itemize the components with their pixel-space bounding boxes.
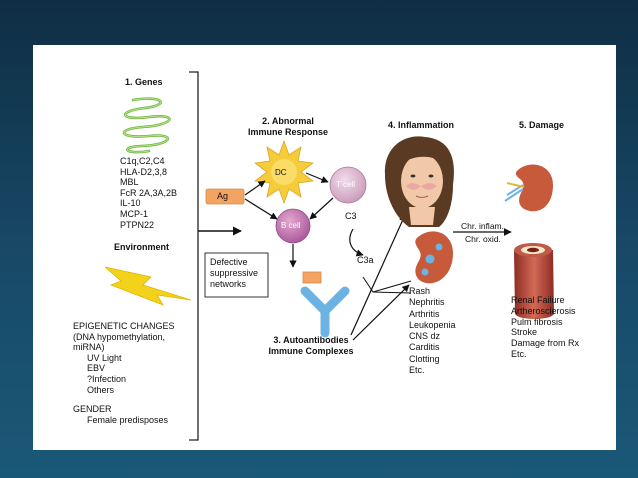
b-cell-icon [275,208,311,244]
inflammation-item: Arthritis [409,308,440,319]
gene-item: C1q,C2,C4 [120,156,165,166]
defective-networks-box [204,252,269,298]
damage-list: Renal Failure Artherosclerosis Pulm fibr… [511,295,579,360]
t-cell-icon [329,166,367,204]
c3a-label: C3a [357,255,374,265]
defective-networks-text: Defective suppressive networks [210,257,259,289]
dc-cell-icon [253,139,315,205]
gene-item: HLA-D2,3,8 [120,166,168,177]
abnormal-response-title: 2. Abnormal Immune Response [247,116,329,137]
face-icon [384,136,454,227]
b-cell-label: B cell [281,221,301,230]
arrow-tcell-to-bcell [309,197,334,220]
autoantibodies-title: 3. Autoantibodies Immune Complexes [268,335,354,356]
gene-coil-icon [122,97,171,154]
environment-title: Environment [114,242,170,252]
damage-title: 5. Damage [519,120,565,130]
epigenetic-item: UV Light [87,352,122,363]
inflammation-title: 4. Inflammation [388,120,455,130]
antigen-box [205,188,245,205]
diagram-graphics [104,71,554,441]
inflammation-item: Rash [409,286,431,296]
inflammation-item: CNS dz [409,331,441,342]
damage-item: Pulm fibrosis [511,316,563,327]
inflammation-item: Etc. [409,365,425,376]
c3-label: C3 [345,211,357,221]
epigenetic-item: ?Infection [87,373,127,384]
antibody-secretion-box [302,271,322,284]
gender-title: GENDER [73,404,112,415]
damage-item: Renal Failure [511,295,565,305]
damage-item: Stroke [511,327,538,338]
gender-item: Female predisposes [87,414,169,425]
chr-inflam-label: Chr. inflam. [461,221,504,231]
epigenetic-line: (DNA hypomethylation, [73,331,166,342]
c3a-lines [362,276,412,294]
inflamed-kidney-icon [415,231,453,284]
inflammation-item: Nephritis [409,297,445,308]
lightning-icon [104,266,192,306]
damage-item: Artherosclerosis [511,305,576,316]
inflammation-list: Rash Nephritis Arthritis Leukopenia CNS … [409,286,456,376]
c3-arrow [349,228,364,257]
gene-item: PTPN22 [120,219,155,230]
inflammation-item: Leukopenia [409,319,456,330]
damaged-kidney-icon [504,164,553,212]
arrow-complex-to-kidney [352,284,410,341]
genes-environment-bracket [189,71,199,441]
epigenetic-item: Others [87,384,115,395]
arrow-ag-to-bcell [244,198,278,220]
gene-item: MCP-1 [120,208,149,219]
epigenetic-line: miRNA) [73,342,105,353]
slide: 1. Genes C1q,C2,C4 HLA-D2,3,8 MBL FcR 2A… [33,45,616,450]
inflammation-item: Clotting [409,353,440,364]
epigenetic-line: EPIGENETIC CHANGES [73,321,175,331]
genes-list: C1q,C2,C4 HLA-D2,3,8 MBL FcR 2A,3A,2B IL… [120,156,177,230]
artery-icon [514,243,554,319]
arrow-complex-to-face [350,214,406,336]
gene-item: MBL [120,177,139,188]
genes-title: 1. Genes [125,77,163,87]
dc-label: DC [275,168,287,177]
chr-oxid-label: Chr. oxid. [465,234,501,244]
antibody-icon [300,286,350,338]
damage-item: Etc. [511,348,527,359]
gene-item: FcR 2A,3A,2B [120,187,178,198]
gene-item: IL-10 [120,198,141,209]
arrow-ag-to-dc [244,180,266,196]
inflammation-item: Carditis [409,342,440,353]
arrow-dc-to-tcell [305,172,329,183]
t-cell-label: T cell [336,180,355,189]
epigenetic-block: EPIGENETIC CHANGES (DNA hypomethylation,… [73,321,175,425]
epigenetic-item: EBV [87,363,106,374]
ag-label: Ag [217,191,229,201]
damage-item: Damage from Rx [511,338,580,349]
